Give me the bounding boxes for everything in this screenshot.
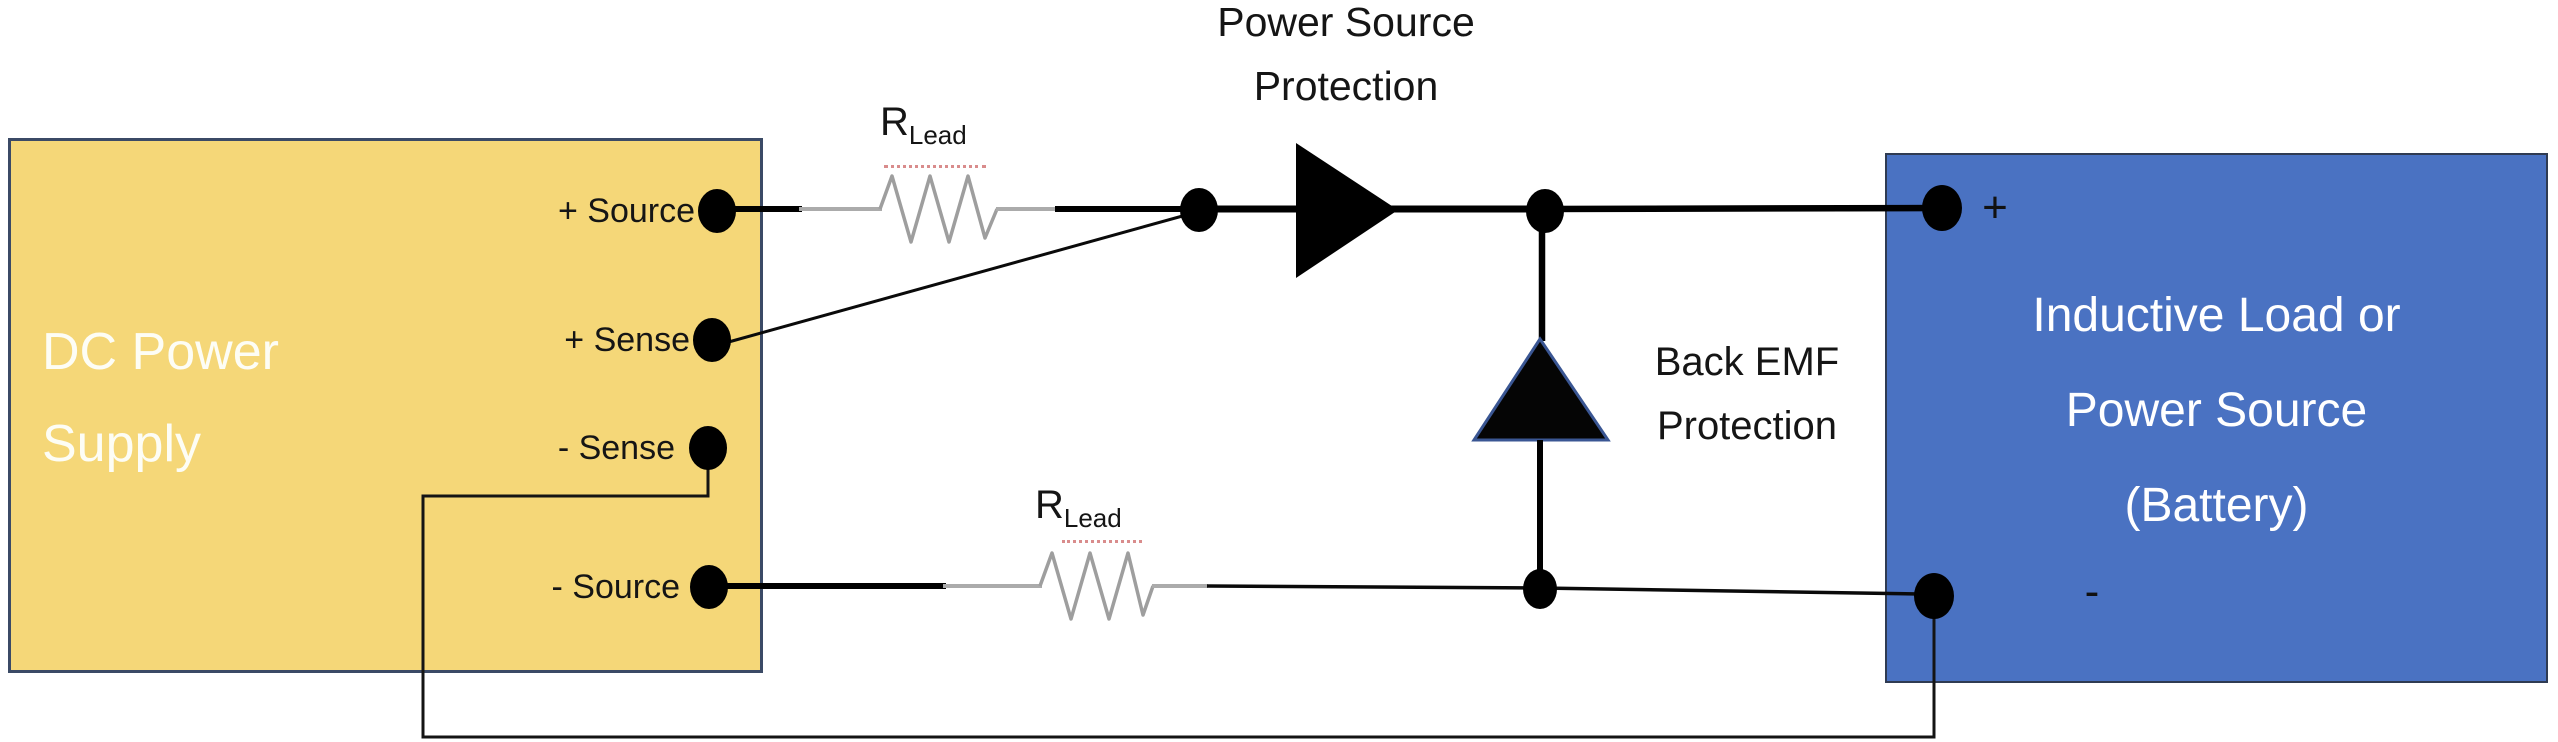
load-title-line-1: Inductive Load or [2032, 289, 2401, 342]
terminal-label-minus-source: - Source [551, 568, 681, 606]
diode-power-source-protection-icon [1296, 143, 1398, 278]
terminal-label-minus-sense: - Sense [557, 429, 675, 467]
lead-resistor-bottom-label: RLead [1035, 483, 1122, 534]
terminal-label-plus-source: + Source [557, 192, 695, 230]
load-terminal-dot-positive [1922, 185, 1962, 231]
load-title-line-3: (Battery) [2124, 479, 2309, 532]
load-positive-label: + [1982, 183, 2008, 232]
r-symbol: R [880, 100, 909, 144]
terminal-label-plus-sense: + Sense [564, 321, 690, 359]
wire-minus-sense-return [421, 460, 1936, 739]
terminal-dot-minus-sense [689, 426, 727, 470]
terminal-dot-minus-source [690, 565, 728, 609]
bemf-label-line-1: Back EMF [1654, 340, 1840, 384]
supply-title-line-1: DC Power [42, 323, 279, 381]
power-source-protection-label: Power Source Protection [1166, 0, 1526, 118]
load-negative-label: - [2084, 567, 2100, 616]
terminal-dot-plus-sense [693, 318, 731, 362]
back-emf-protection-label: Back EMF Protection [1567, 330, 1927, 458]
lead-resistor-top-label: RLead [880, 100, 967, 151]
r-symbol: R [1035, 483, 1064, 527]
load-box-title: Inductive Load or Power Source (Battery) [1885, 268, 2548, 553]
bemf-label-line-2: Protection [1656, 404, 1838, 448]
lead-resistor-top-icon [878, 174, 999, 244]
junction-dot-top-left [1180, 188, 1218, 232]
spellcheck-underline-top [884, 165, 986, 168]
inductive-load-box [1885, 153, 2548, 683]
spellcheck-underline-bottom [1062, 540, 1142, 543]
load-terminal-dot-negative [1914, 573, 1954, 619]
wire-to-load-positive [1544, 204, 1943, 213]
supply-box-title: DC Power Supply [42, 306, 462, 490]
psp-label-line-2: Protection [1253, 63, 1439, 109]
supply-title-line-2: Supply [42, 415, 201, 473]
wire-bottom-to-load-negative [1206, 584, 1921, 596]
junction-dot-top-right [1526, 189, 1564, 233]
dc-power-supply-box [8, 138, 763, 673]
load-title-line-2: Power Source [2065, 384, 2368, 437]
psp-label-line-1: Power Source [1217, 0, 1475, 45]
terminal-dot-plus-source [698, 189, 736, 233]
wire-plus-sense-diagonal [724, 210, 1198, 345]
junction-dot-bottom [1523, 569, 1557, 609]
r-subscript: Lead [908, 120, 967, 150]
lead-resistor-bottom-icon [1038, 551, 1155, 621]
r-subscript: Lead [1063, 503, 1122, 533]
